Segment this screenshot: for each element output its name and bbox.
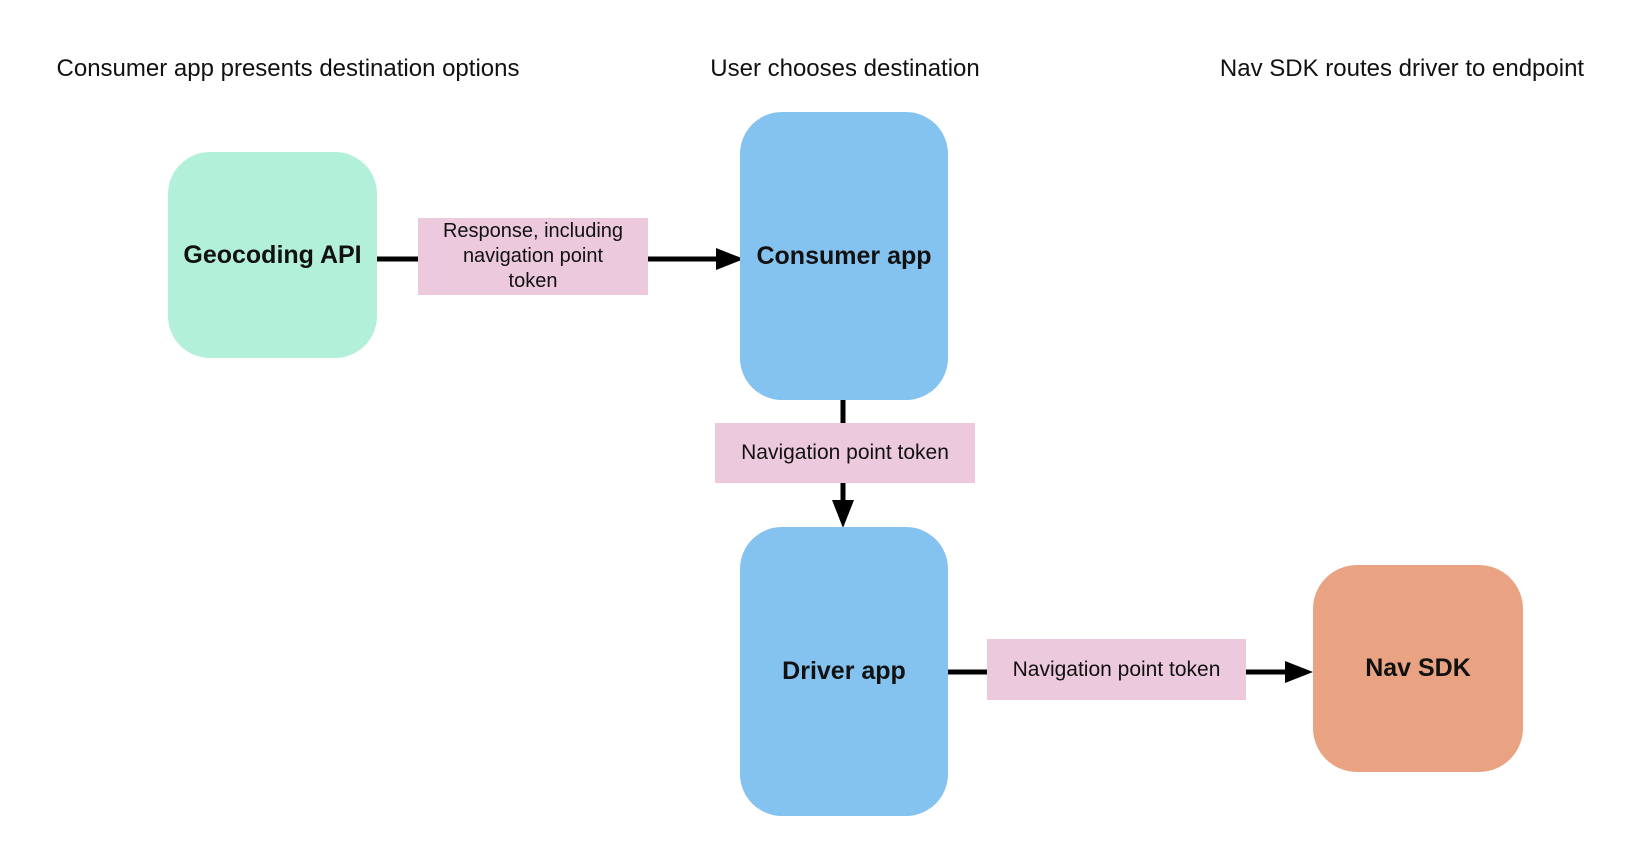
node-geocoding-api: Geocoding API [168, 152, 377, 358]
node-driver-app-label: Driver app [782, 657, 906, 685]
column-header-user-chooses: User chooses destination [710, 55, 980, 82]
node-consumer-app-label: Consumer app [756, 241, 932, 270]
node-consumer-app: Consumer app [740, 112, 948, 400]
column-header-navsdk-routes: Nav SDK routes driver to endpoint [1219, 55, 1585, 82]
node-driver-app: Driver app [740, 527, 948, 816]
edge-label-navigation-point-token-mid: Navigation point token [715, 423, 975, 483]
node-nav-sdk: Nav SDK [1313, 565, 1523, 772]
column-header-consumer-presents: Consumer app presents destination option… [56, 55, 520, 82]
node-nav-sdk-label: Nav SDK [1365, 654, 1471, 682]
edge-label-navigation-point-token-right: Navigation point token [987, 639, 1246, 700]
edge-label-response-token: Response, including navigation point tok… [418, 218, 648, 295]
node-geocoding-api-label: Geocoding API [183, 240, 362, 269]
